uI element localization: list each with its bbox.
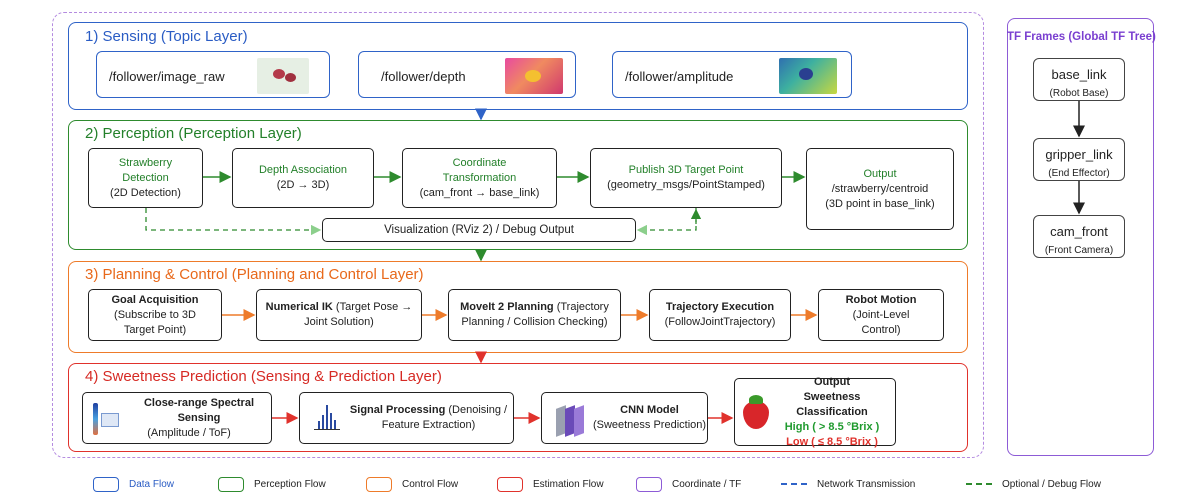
node-title: Numerical IK xyxy=(265,301,333,313)
legend-label: Data Flow xyxy=(129,478,175,490)
legend-label: Estimation Flow xyxy=(533,478,604,490)
legend-debug-flow: Optional / Debug Flow xyxy=(966,475,1101,493)
topic-label: /follower/amplitude xyxy=(625,69,734,84)
tf-frames-panel xyxy=(1007,18,1154,456)
tf-frame-base-link[interactable]: base_link (Robot Base) xyxy=(1033,58,1125,101)
node-title: Visualization (RViz 2) / Debug Output xyxy=(384,223,574,236)
node-title: Signal Processing xyxy=(349,404,446,416)
legend-label: Control Flow xyxy=(402,478,459,490)
node-title: CNN Model xyxy=(620,404,679,416)
node-sweetness-output[interactable]: Output Sweetness Classification High ( >… xyxy=(734,375,896,448)
node-title-rest: (Trajectory xyxy=(553,301,609,313)
node-publish-3d-target[interactable]: Publish 3D Target Point (geometry_msgs/P… xyxy=(590,148,782,208)
tf-panel-title: TF Frames (Global TF Tree) xyxy=(1007,31,1156,43)
node-title: Goal Acquisition xyxy=(111,293,199,306)
node-title: Robot Motion xyxy=(845,293,917,306)
legend-control-flow: Control Flow xyxy=(366,475,458,493)
debug-flow-publish xyxy=(636,208,697,236)
output-low-class: Low ( ≤ 8.5 °Brix ) xyxy=(786,435,878,448)
tf-frame-desc: (End Effector) xyxy=(1048,168,1110,179)
output-title: Output xyxy=(813,375,851,388)
strawberry-icon xyxy=(741,393,773,431)
tf-frame-desc: (Robot Base) xyxy=(1049,88,1109,99)
topic-image-raw[interactable]: /follower/image_raw xyxy=(96,51,330,98)
node-title: Strawberry Detection xyxy=(118,156,173,184)
legend-coordinate-tf: Coordinate / TF xyxy=(636,475,741,493)
perception-layer-title: 2) Perception (Perception Layer) xyxy=(85,125,302,142)
node-subtitle: (Joint-Level Control) xyxy=(852,308,910,336)
output-high-class: High ( > 8.5 °Brix ) xyxy=(784,420,880,433)
node-subtitle: Joint Solution) xyxy=(304,316,374,328)
perception-layer xyxy=(68,120,968,250)
tf-frame-name: cam_front xyxy=(1050,224,1108,239)
node-title: Coordinate Transformation xyxy=(442,156,517,184)
node-trajectory-execution[interactable]: Trajectory Execution (FollowJointTraject… xyxy=(649,289,791,341)
sweetness-layer-title: 4) Sweetness Prediction (Sensing & Predi… xyxy=(85,368,442,385)
debug-flow-detection xyxy=(145,208,322,236)
sweetness-layer xyxy=(68,363,968,452)
node-signal-processing[interactable]: Signal Processing (Denoising / Feature E… xyxy=(299,392,514,444)
depth-map-thumbnail xyxy=(505,58,563,94)
strawberry-image-thumbnail xyxy=(257,58,309,94)
tf-frame-name: gripper_link xyxy=(1045,147,1113,162)
topic-label: /follower/depth xyxy=(381,69,466,84)
node-subtitle: (Sweetness Prediction) xyxy=(592,419,707,431)
node-visualization-debug[interactable]: Visualization (RViz 2) / Debug Output xyxy=(322,218,636,242)
legend-data-flow: Data Flow xyxy=(93,475,174,493)
node-subtitle: (FollowJointTrajectory) xyxy=(664,316,776,328)
node-coordinate-transformation[interactable]: Coordinate Transformation (cam_front → b… xyxy=(402,148,557,208)
output-subtitle: Sweetness Classification xyxy=(796,390,868,418)
tf-frame-gripper-link[interactable]: gripper_link (End Effector) xyxy=(1033,138,1125,181)
topic-label: /follower/image_raw xyxy=(109,69,225,84)
planning-layer-title: 3) Planning & Control (Planning and Cont… xyxy=(85,266,424,283)
node-title: MoveIt 2 Planning xyxy=(460,301,554,313)
node-title-rest: (Target Pose → xyxy=(332,301,413,313)
node-robot-motion[interactable]: Robot Motion (Joint-Level Control) xyxy=(818,289,944,341)
node-subtitle: (2D → 3D) xyxy=(276,179,330,191)
node-title: Output xyxy=(863,167,897,180)
legend-label: Coordinate / TF xyxy=(672,478,742,490)
legend-network-transmission: Network Transmission xyxy=(781,475,915,493)
node-subtitle: Planning / Collision Checking) xyxy=(461,316,608,328)
node-output-centroid[interactable]: Output /strawberry/centroid (3D point in… xyxy=(806,148,954,230)
spectral-sensor-icon xyxy=(91,401,121,437)
topic-depth[interactable]: /follower/depth xyxy=(358,51,576,98)
node-numerical-ik[interactable]: Numerical IK (Target Pose → Joint Soluti… xyxy=(256,289,422,341)
node-subtitle: (cam_front → base_link) xyxy=(419,186,540,199)
node-spectral-sensing[interactable]: Close-range Spectral Sensing (Amplitude … xyxy=(82,392,272,444)
node-title: Trajectory Execution xyxy=(665,301,775,313)
node-subtitle: (Subscribe to 3D Target Point) xyxy=(114,308,196,336)
legend-label: Network Transmission xyxy=(817,478,916,490)
signal-histogram-icon xyxy=(314,403,344,435)
sensing-layer xyxy=(68,22,968,110)
tf-frame-cam-front[interactable]: cam_front (Front Camera) xyxy=(1033,215,1125,258)
topic-amplitude[interactable]: /follower/amplitude xyxy=(612,51,852,98)
node-depth-association[interactable]: Depth Association (2D → 3D) xyxy=(232,148,374,208)
node-subtitle: (geometry_msgs/PointStamped) xyxy=(607,179,765,191)
node-subtitle: (3D point in base_link) xyxy=(825,197,935,210)
planning-layer xyxy=(68,261,968,353)
node-subtitle: (Amplitude / ToF) xyxy=(147,426,231,439)
main-pipeline-frame xyxy=(52,12,984,458)
legend-label: Optional / Debug Flow xyxy=(1002,478,1101,490)
node-goal-acquisition[interactable]: Goal Acquisition (Subscribe to 3D Target… xyxy=(88,289,222,341)
node-strawberry-detection[interactable]: Strawberry Detection (2D Detection) xyxy=(88,148,203,208)
node-subtitle: (2D Detection) xyxy=(110,186,181,199)
legend-label: Perception Flow xyxy=(254,478,326,490)
node-cnn-model[interactable]: CNN Model (Sweetness Prediction) xyxy=(541,392,708,444)
legend-estimation-flow: Estimation Flow xyxy=(497,475,604,493)
node-title: Close-range Spectral Sensing xyxy=(143,396,255,424)
node-title: Depth Association xyxy=(258,164,348,176)
legend-perception-flow: Perception Flow xyxy=(218,475,326,493)
amplitude-map-thumbnail xyxy=(779,58,837,94)
node-moveit-planning[interactable]: MoveIt 2 Planning (Trajectory Planning /… xyxy=(448,289,621,341)
tf-frame-name: base_link xyxy=(1051,67,1107,82)
node-subtitle: Feature Extraction) xyxy=(381,419,476,431)
node-title-rest: (Denoising / xyxy=(445,404,508,416)
node-topic: /strawberry/centroid xyxy=(831,182,929,195)
sensing-layer-title: 1) Sensing (Topic Layer) xyxy=(85,28,248,45)
node-title: Publish 3D Target Point xyxy=(628,164,744,176)
tf-frame-desc: (Front Camera) xyxy=(1044,245,1114,256)
